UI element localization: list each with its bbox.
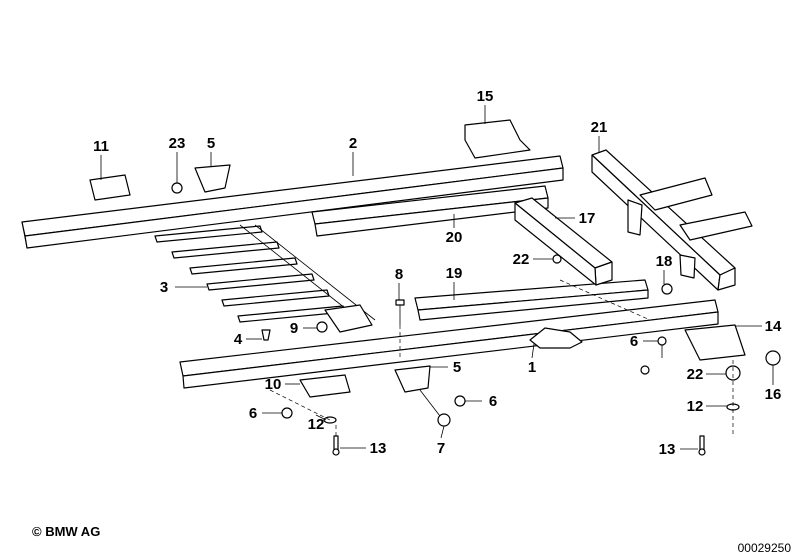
bracket-part-11 [89,174,131,201]
callout-6: 6 [630,333,638,350]
beam-part-20 [311,185,549,237]
crossmember-part-17 [514,197,613,286]
callout-2: 2 [349,135,357,152]
callout-19: 19 [446,265,463,282]
callout-4: 4 [234,331,243,348]
callout-6: 6 [249,405,257,422]
callout-11: 11 [93,138,109,155]
bracket-part-5-bottom [394,365,431,393]
bracket-part-10 [299,374,351,398]
callout-16: 16 [765,386,782,403]
document-number: 00029250 [737,541,791,555]
callout-9: 9 [290,320,298,337]
callout-12: 12 [687,398,704,415]
callout-13: 13 [370,440,387,457]
beam-part-19 [414,279,649,321]
frame-part-21 [591,149,753,291]
callout-20: 20 [446,229,463,246]
callout-5: 5 [453,359,461,376]
callout-12: 12 [308,416,325,433]
callout-8: 8 [395,266,403,283]
copyright-notice: © BMW AG [32,524,101,539]
callout-7: 7 [437,440,445,457]
callout-10: 10 [265,376,282,393]
callout-6: 6 [489,393,497,410]
callout-21: 21 [591,119,608,136]
callout-17: 17 [579,210,596,227]
bracket-part-14 [684,324,746,361]
callout-14: 14 [765,318,782,335]
leader-lines [100,105,774,450]
callout-23: 23 [169,135,186,152]
callout-13: 13 [659,441,676,458]
callout-22: 22 [513,251,530,268]
callout-3: 3 [160,279,168,296]
slat-frame-part-3 [154,224,376,333]
bracket-part-15 [464,119,531,159]
fasteners [171,182,781,456]
callout-labels: 11 23 5 2 15 21 20 17 22 18 3 8 19 14 4 … [93,88,782,458]
bracket-part-5-top [194,164,231,193]
callout-18: 18 [656,253,673,270]
assembly-lines [269,279,734,436]
rail-part-2 [21,155,564,249]
callout-5: 5 [207,135,215,152]
callout-22: 22 [687,366,704,383]
callout-1: 1 [528,359,536,376]
rail-part-1 [179,299,719,389]
callout-15: 15 [477,88,494,105]
